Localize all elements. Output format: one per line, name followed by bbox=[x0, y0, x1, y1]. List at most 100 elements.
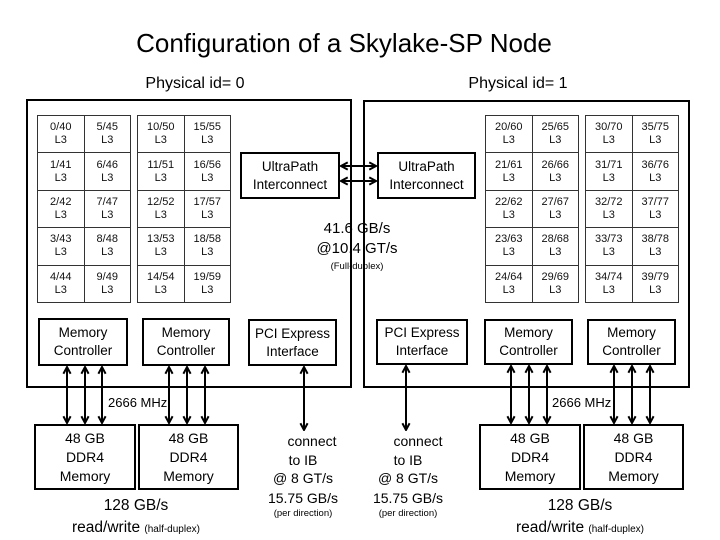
cache-label: L3 bbox=[54, 134, 67, 147]
mc-line2: Controller bbox=[602, 343, 661, 358]
socket-1-memory-controller-a: Memory Controller bbox=[484, 319, 573, 365]
socket-0-label: Physical id= 0 bbox=[145, 75, 245, 92]
socket-0-memory-controller-a: Memory Controller bbox=[38, 318, 128, 366]
core-ids: 9/49 bbox=[96, 270, 118, 283]
core-ids: 1/41 bbox=[50, 158, 72, 171]
socket-0-pcie-link-line4: 15.75 GB/s bbox=[267, 490, 339, 506]
socket-0-pcie-link-line2: to IB bbox=[288, 452, 318, 468]
memory-size: 48 GB bbox=[168, 429, 209, 446]
cache-label: L3 bbox=[549, 283, 562, 296]
core-ids: 18/58 bbox=[193, 233, 222, 246]
socket-1-pcie-link-line1: connect bbox=[393, 433, 443, 449]
socket-0-memory-module-a: 48 GB DDR4 Memory bbox=[34, 424, 136, 490]
cache-label: L3 bbox=[502, 246, 515, 259]
socket-0-pcie-interface: PCI Express Interface bbox=[248, 319, 337, 366]
socket-1-memory-speed: 2666 MHz bbox=[552, 395, 612, 410]
core-ids: 19/59 bbox=[193, 270, 222, 283]
socket-1-memory-bandwidth: 128 GB/s bbox=[547, 497, 613, 514]
cache-label: L3 bbox=[101, 208, 114, 221]
core-ids: 25/65 bbox=[541, 121, 570, 134]
memory-label: Memory bbox=[608, 467, 659, 484]
core-ids: 7/47 bbox=[96, 195, 118, 208]
upi-line2: Interconnect bbox=[389, 176, 464, 192]
cache-label: L3 bbox=[201, 208, 214, 221]
socket-0-pcie-link-line5: (per direction) bbox=[273, 508, 333, 519]
core-ids: 20/60 bbox=[494, 121, 523, 134]
memory-label: Memory bbox=[163, 467, 214, 484]
pcie-line2: Interface bbox=[395, 343, 449, 358]
cache-label: L3 bbox=[649, 134, 662, 147]
cache-label: L3 bbox=[54, 208, 67, 221]
core-ids: 13/53 bbox=[146, 233, 175, 246]
cache-label: L3 bbox=[154, 208, 167, 221]
core-ids: 12/52 bbox=[146, 195, 175, 208]
cache-label: L3 bbox=[502, 171, 515, 184]
core-ids: 29/69 bbox=[541, 270, 570, 283]
core-ids: 34/74 bbox=[594, 270, 623, 283]
socket-1-memory-mode: read/write (half-duplex) bbox=[490, 518, 670, 540]
cache-label: L3 bbox=[549, 134, 562, 147]
cache-label: L3 bbox=[154, 246, 167, 259]
core-ids: 31/71 bbox=[594, 158, 623, 171]
core-ids: 28/68 bbox=[541, 233, 570, 246]
socket-0-memory-mode: read/write (half-duplex) bbox=[46, 518, 226, 540]
core-ids: 37/77 bbox=[641, 195, 670, 208]
socket-1-label: Physical id= 1 bbox=[468, 75, 568, 92]
cache-label: L3 bbox=[602, 134, 615, 147]
cache-label: L3 bbox=[602, 283, 615, 296]
socket-1-pcie-link-line4: 15.75 GB/s bbox=[372, 490, 444, 506]
core-ids: 39/79 bbox=[641, 270, 670, 283]
cache-label: L3 bbox=[649, 171, 662, 184]
socket-1-memory-module-a: 48 GB DDR4 Memory bbox=[479, 424, 581, 490]
socket-1-pcie-interface: PCI Express Interface bbox=[376, 319, 468, 365]
memory-type: DDR4 bbox=[65, 448, 105, 465]
core-ids: 16/56 bbox=[193, 158, 222, 171]
core-ids: 36/76 bbox=[641, 158, 670, 171]
cache-label: L3 bbox=[101, 246, 114, 259]
socket-0-upi-box: UltraPath Interconnect bbox=[240, 152, 340, 199]
socket-0-memory-controller-b: Memory Controller bbox=[142, 318, 230, 366]
socket-0-memory-module-b: 48 GB DDR4 Memory bbox=[138, 424, 239, 490]
core-ids: 15/55 bbox=[193, 121, 222, 134]
memory-size: 48 GB bbox=[65, 429, 105, 446]
cache-label: L3 bbox=[54, 246, 67, 259]
cache-label: L3 bbox=[502, 283, 515, 296]
memory-mode-label: read/write bbox=[72, 519, 141, 536]
memory-type: DDR4 bbox=[614, 448, 653, 465]
mc-line1: Memory bbox=[58, 325, 108, 340]
memory-size: 48 GB bbox=[510, 429, 550, 446]
cache-label: L3 bbox=[602, 246, 615, 259]
core-ids: 10/50 bbox=[146, 121, 175, 134]
socket-0-pcie-link-line1: connect bbox=[287, 433, 337, 449]
pcie-line1: PCI Express bbox=[254, 325, 331, 341]
mc-line1: Memory bbox=[504, 325, 553, 340]
cache-label: L3 bbox=[101, 134, 114, 147]
pcie-line1: PCI Express bbox=[384, 325, 460, 340]
memory-duplex-label: (half-duplex) bbox=[588, 524, 644, 535]
core-ids: 23/63 bbox=[494, 233, 523, 246]
cache-label: L3 bbox=[54, 171, 67, 184]
core-ids: 6/46 bbox=[96, 158, 118, 171]
core-ids: 5/45 bbox=[96, 121, 118, 134]
upi-duplex: (Full-duplex) bbox=[330, 261, 384, 272]
